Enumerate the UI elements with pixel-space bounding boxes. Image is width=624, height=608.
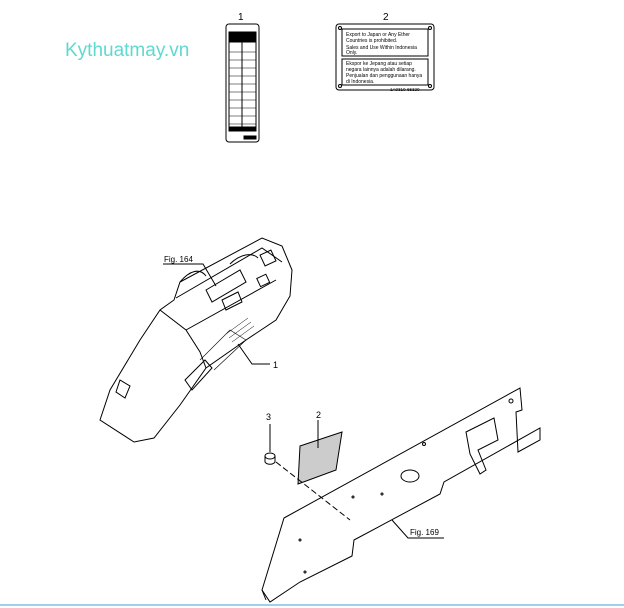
callout-1-top: 1 — [238, 12, 244, 23]
floor-plate — [261, 387, 541, 603]
decal-2 — [297, 431, 343, 485]
part-number: 1A0310-65320 — [390, 87, 420, 92]
label-text: Export to Japan or Any Ether — [346, 32, 410, 38]
bottom-border — [0, 604, 624, 606]
leader-1 — [237, 343, 270, 365]
label-text: negara lainnya adalah dilarang. — [346, 67, 416, 73]
callout-2: 2 — [316, 410, 321, 420]
leader-fig169 — [391, 519, 444, 539]
label-text: di Indonesia. — [346, 79, 374, 85]
callout-3: 3 — [266, 412, 271, 422]
watermark: Kythuatmay.vn — [65, 40, 190, 61]
callout-1: 1 — [273, 360, 278, 370]
callout-2-top: 2 — [383, 12, 389, 23]
label-text: Only. — [346, 50, 357, 56]
fig-169-label: Fig. 169 — [410, 528, 439, 537]
label-text: Ekspor ke Jepang atau setiap — [346, 61, 412, 67]
label-text: Countries is prohibited. — [346, 38, 397, 44]
export-warning-decal: Export to Japan or Any Ether Countries i… — [335, 23, 435, 92]
dashboard-panel — [99, 237, 293, 443]
label-text: Penjualan dan penggunaan hanya — [346, 73, 422, 79]
fuse-label-decal — [225, 23, 260, 143]
center-line — [275, 461, 351, 521]
screw-3 — [264, 452, 276, 465]
leader-fig164 — [163, 263, 217, 287]
fig-164-label: Fig. 164 — [164, 255, 193, 264]
label-text: Sales and Use Within Indonesia — [346, 45, 417, 51]
